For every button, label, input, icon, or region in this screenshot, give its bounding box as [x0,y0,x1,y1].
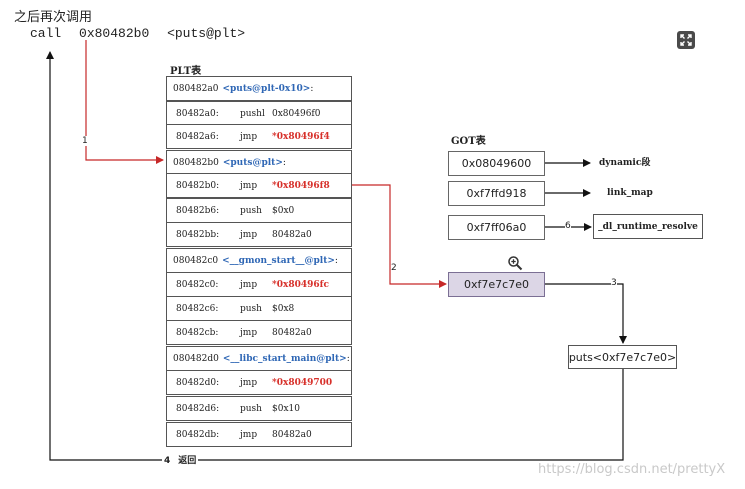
dl-runtime-resolve-box: _dl_runtime_resolve [593,214,703,239]
step-label-2: 2 [391,263,397,273]
call-target: 0x80482b0 [79,26,150,41]
instr-op: push [240,205,262,216]
instr-op: jmp [240,180,258,191]
plt-instruction-row: 80482a0: pushl 0x80496f0 [166,101,352,126]
instr-arg: *0x80496fc [272,279,329,290]
plt-header-addr: 080482a0 [173,83,219,94]
plt-instruction-row: 80482a6: jmp *0x80496f4 [166,124,352,149]
plt-header-label: <puts@plt-0x10> [222,83,311,94]
plt-header-addr: 080482b0 [173,157,219,168]
return-label: 4 返回 [162,453,199,466]
instr-arg: $0x8 [272,303,295,314]
instr-op: pushl [240,108,265,119]
caption: 之后再次调用 [14,10,93,25]
puts-function-box: puts<0xf7e7c7e0> [568,345,677,369]
instr-addr: 80482cb: [176,327,219,338]
plt-header-suffix: : [310,83,314,94]
expand-icon[interactable] [677,31,695,49]
return-text: 返回 [178,456,197,466]
instr-addr: 80482b6: [176,205,220,216]
instr-op: jmp [240,229,258,240]
instr-addr: 80482db: [176,429,220,440]
step-label-1: 1 [82,136,88,146]
plt-instruction-row: 80482db: jmp 80482a0 [166,422,352,447]
got-entry: 0xf7ffd918 [448,181,545,206]
arrow-step-4 [46,51,624,461]
arrow-step-1 [85,40,164,164]
instr-addr: 80482c6: [176,303,219,314]
plt-instruction-row: 80482c6: push $0x8 [166,296,352,321]
got-table-title: GOT表 [451,136,486,147]
instr-op: jmp [240,279,258,290]
instr-addr: 80482bb: [176,229,220,240]
instr-addr: 80482d0: [176,377,220,388]
got-entry: 0xf7ff06a0 [448,215,545,240]
plt-instruction-row: 80482c0: jmp *0x80496fc [166,272,352,297]
instr-arg: *0x8049700 [272,377,333,388]
step-label-6: 6 [565,221,571,231]
arrow-step-2 [352,184,447,288]
instr-addr: 80482a6: [176,131,219,142]
plt-header-row: 080482c0<__gmon_start__@plt>: [166,248,352,273]
instr-arg: $0x0 [272,205,295,216]
plt-instruction-row: 80482b0: jmp *0x80496f8 [166,173,352,198]
instr-addr: 80482d6: [176,403,220,414]
expand-icon-glyph [680,34,692,46]
got-entry-target-label: link_map [607,188,653,198]
instr-op: push [240,403,262,414]
instr-addr: 80482a0: [176,108,219,119]
plt-header-suffix: : [282,157,286,168]
instr-op: jmp [240,131,258,142]
instr-arg: 80482a0 [272,327,312,338]
zoom-in-icon[interactable] [507,255,523,271]
plt-header-label: <puts@plt> [222,157,283,168]
plt-header-suffix: : [346,353,350,364]
watermark: https://blog.csdn.net/prettyX [538,462,726,477]
plt-instruction-row: 80482cb: jmp 80482a0 [166,320,352,345]
instr-arg: 80482a0 [272,229,312,240]
got-entry: 0x08049600 [448,151,545,176]
plt-header-label: <__gmon_start__@plt> [222,255,335,266]
step-label-3: 3 [611,278,617,288]
arrow-step-3 [545,283,627,344]
call-mnemonic: call [30,26,62,41]
call-symbol: <puts@plt> [167,26,246,41]
got-entry-target-label: dynamic段 [599,158,651,168]
instr-op: push [240,303,262,314]
instr-arg: 80482a0 [272,429,312,440]
instr-op: jmp [240,429,258,440]
plt-instruction-row: 80482bb: jmp 80482a0 [166,222,352,247]
instr-addr: 80482b0: [176,180,220,191]
call-instruction: call 0x80482b0 <puts@plt> [30,26,255,41]
plt-header-addr: 080482d0 [173,353,219,364]
instr-addr: 80482c0: [176,279,219,290]
plt-instruction-row: 80482b6: push $0x0 [166,198,352,223]
plt-header-row: 080482a0<puts@plt-0x10>: [166,76,352,101]
instr-op: jmp [240,327,258,338]
instr-arg: 0x80496f0 [272,108,321,119]
got-entry-highlighted: 0xf7e7c7e0 [448,272,545,297]
instr-arg: *0x80496f8 [272,180,330,191]
plt-instruction-row: 80482d6: push $0x10 [166,396,352,421]
plt-table-title: PLT表 [170,66,202,77]
instr-op: jmp [240,377,258,388]
plt-header-addr: 080482c0 [173,255,219,266]
instr-arg: $0x10 [272,403,300,414]
plt-instruction-row: 80482d0: jmp *0x8049700 [166,370,352,395]
plt-header-label: <__libc_start_main@plt> [222,353,347,364]
step-label-4: 4 [164,456,171,466]
plt-header-suffix: : [334,255,338,266]
instr-arg: *0x80496f4 [272,131,330,142]
